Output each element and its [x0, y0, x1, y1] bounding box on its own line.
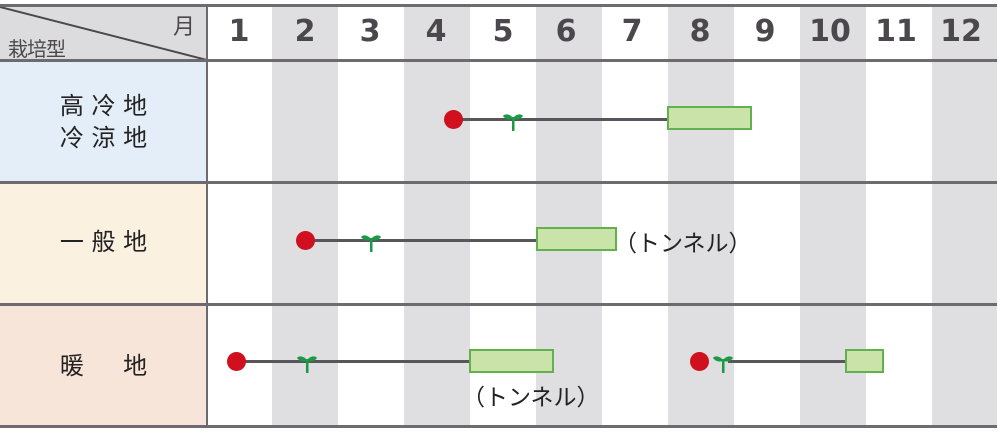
border-row2 — [0, 303, 997, 306]
diagonal-divider — [0, 7, 207, 60]
row-label-highland-line2: 冷 涼 地 — [59, 124, 148, 152]
corner-month-label: 月 — [172, 15, 195, 40]
month-header-12: 12 — [940, 14, 982, 49]
month-header-8: 8 — [689, 14, 711, 49]
harvest-period-box — [667, 106, 752, 130]
seedling-icon — [297, 356, 317, 373]
harvest-period-box — [536, 227, 617, 251]
seedling-icon — [503, 114, 523, 131]
border-header — [0, 59, 997, 62]
month-header-4: 4 — [425, 14, 447, 49]
border-bottom — [0, 425, 997, 428]
corner-type-label: 栽培型 — [8, 37, 66, 60]
month-header-10: 10 — [809, 14, 851, 49]
month-column-9 — [734, 7, 800, 426]
border-top — [0, 4, 997, 7]
growth-line — [244, 360, 470, 363]
sowing-dot-icon — [227, 352, 246, 371]
harvest-period-box — [845, 349, 884, 373]
growth-line — [728, 360, 846, 363]
growth-line — [314, 239, 538, 242]
row-label-general-line1: 一 般 地 — [59, 228, 148, 256]
sowing-dot-icon — [296, 231, 315, 250]
month-header-2: 2 — [294, 14, 316, 49]
sowing-dot-icon — [690, 352, 709, 371]
month-header-6: 6 — [555, 14, 577, 49]
harvest-period-box — [469, 349, 554, 373]
label-column-divider — [206, 5, 208, 428]
seedling-icon — [361, 235, 381, 252]
row-label-highland-line1: 高 冷 地 — [59, 92, 148, 120]
row-label-warm: 暖 地 — [0, 306, 207, 426]
month-header-9: 9 — [754, 14, 776, 49]
growth-line — [462, 118, 668, 121]
seedling-icon — [713, 356, 733, 373]
sowing-dot-icon — [444, 110, 463, 129]
month-header-3: 3 — [359, 14, 381, 49]
month-header-1: 1 — [228, 14, 250, 49]
month-column-2 — [272, 7, 338, 426]
tunnel-note: （トンネル） — [614, 231, 752, 257]
month-header-7: 7 — [621, 14, 643, 49]
border-row1 — [0, 181, 997, 184]
month-column-4 — [404, 7, 470, 426]
month-column-12 — [932, 7, 997, 426]
row-label-warm-line1: 暖 地 — [59, 352, 148, 380]
month-header-11: 11 — [875, 14, 917, 49]
tunnel-note: （トンネル） — [462, 385, 600, 411]
row-label-highland: 高 冷 地 冷 涼 地 — [0, 62, 207, 182]
month-column-3 — [338, 7, 404, 426]
corner-header-cell: 月 栽培型 — [0, 7, 207, 60]
row-label-general: 一 般 地 — [0, 184, 207, 304]
month-header-5: 5 — [492, 14, 514, 49]
month-column-7 — [602, 7, 668, 426]
